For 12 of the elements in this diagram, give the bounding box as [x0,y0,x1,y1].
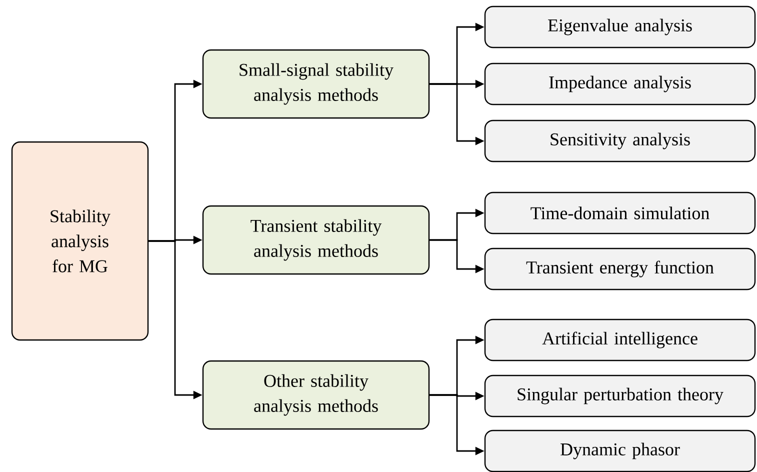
method-box: Time-domain simulation [484,192,756,234]
method-box: Impedance analysis [484,62,756,106]
method-box: Sensitivity analysis [484,120,756,162]
method-box: Eigenvalue analysis [484,6,756,48]
method-box: Transient energy function [484,248,756,290]
category-box: Transient stability analysis methods [202,205,430,275]
category-box: Other stability analysis methods [202,360,430,430]
method-box: Singular perturbation theory [484,374,756,418]
root-box: Stability analysis for MG [11,141,149,341]
method-box: Dynamic phasor [484,430,756,472]
category-box: Small-signal stability analysis methods [202,49,430,119]
method-box: Artificial intelligence [484,318,756,362]
